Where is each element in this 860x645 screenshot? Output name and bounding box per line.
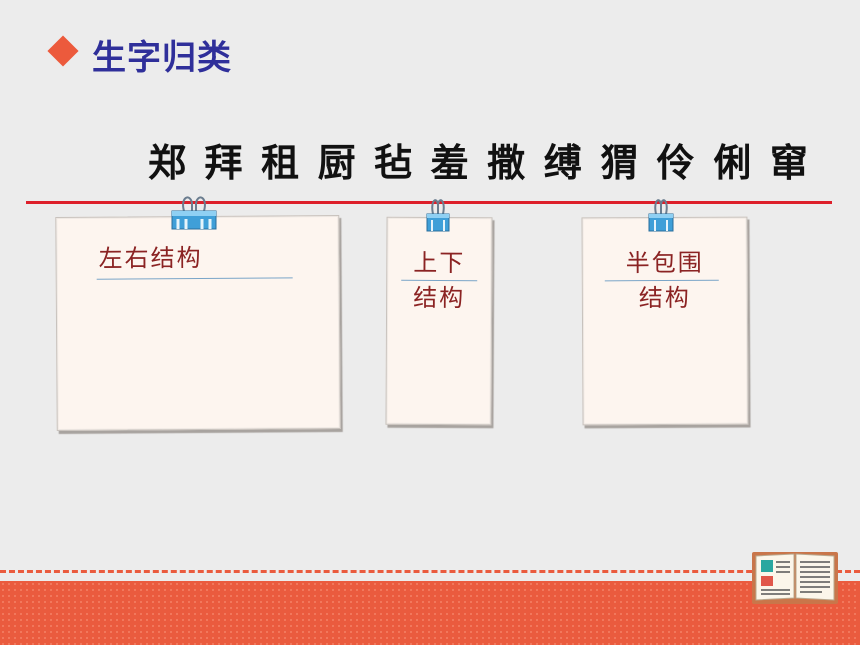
character: 毡	[374, 140, 413, 185]
card-rule	[604, 279, 719, 282]
divider-line	[26, 201, 832, 204]
card-title-line1: 半包围	[625, 248, 704, 278]
card-title: 左右结构	[98, 243, 203, 273]
card-left-right: 左右结构	[55, 215, 341, 431]
character: 窜	[769, 140, 808, 185]
character: 厨	[317, 140, 356, 185]
card-title-line2: 结构	[638, 283, 691, 313]
character: 郑	[148, 140, 187, 185]
card-rule	[401, 279, 478, 282]
character: 伶	[656, 140, 695, 185]
footer-dashed-line	[0, 570, 860, 573]
character: 俐	[713, 140, 752, 185]
character: 羞	[430, 140, 469, 185]
binder-clip-icon	[648, 199, 674, 232]
card-half-surround: 半包围 结构	[581, 216, 749, 426]
character: 撒	[487, 140, 526, 185]
footer-band	[0, 581, 860, 645]
open-book-icon	[752, 552, 838, 604]
character: 拜	[204, 140, 243, 185]
diamond-bullet-icon	[47, 35, 79, 67]
binder-clip-icon	[426, 199, 450, 232]
card-title-line2: 结构	[413, 283, 466, 313]
character: 租	[261, 140, 300, 185]
card-rule	[96, 277, 293, 280]
card-title-line1: 上下	[413, 248, 466, 278]
card-top-bottom: 上下 结构	[385, 216, 493, 426]
binder-clip-icon	[171, 196, 217, 230]
slide-heading: 生字归类	[92, 38, 232, 78]
character: 缚	[543, 140, 582, 185]
character: 猬	[600, 140, 639, 185]
character-list: 郑 拜 租 厨 毡 羞 撒 缚 猬 伶 俐 窜	[148, 132, 808, 187]
